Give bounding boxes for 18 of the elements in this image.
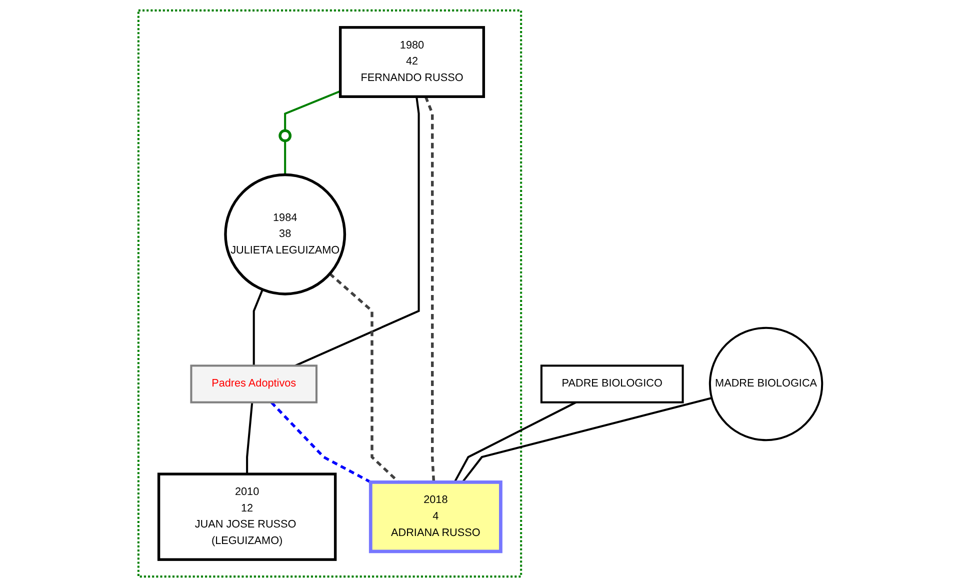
connector	[284, 90, 341, 131]
connector	[295, 96, 420, 367]
connector	[270, 401, 372, 484]
connector	[454, 401, 577, 483]
cluster	[138, 9, 522, 578]
node-box	[540, 364, 684, 404]
node-box	[369, 480, 503, 554]
node-box	[339, 26, 486, 98]
node-box	[190, 364, 318, 404]
node-circle	[278, 129, 292, 142]
node-box	[158, 472, 337, 561]
connector	[424, 96, 436, 482]
connector	[246, 402, 254, 474]
node-circle	[224, 173, 346, 296]
connector	[284, 140, 286, 175]
connector	[462, 396, 712, 483]
node-circle	[709, 326, 824, 442]
connector	[253, 289, 264, 366]
